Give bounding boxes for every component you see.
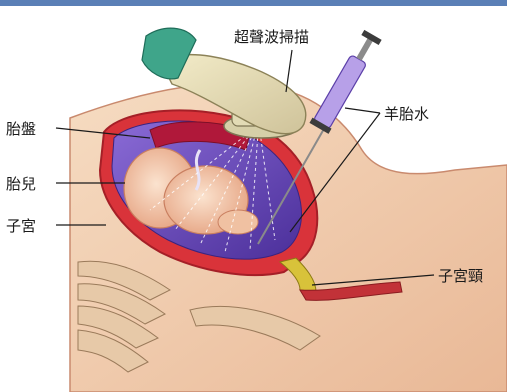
leader-amniotic-1 <box>345 108 380 113</box>
placenta-label: 胎盤 <box>6 120 36 138</box>
leader-ultrasound <box>286 50 292 92</box>
ultrasound-label: 超聲波掃描 <box>234 28 309 46</box>
top-banner-strip <box>0 0 507 6</box>
amniotic-fluid-label: 羊胎水 <box>384 105 429 123</box>
uterus-label: 子宮 <box>6 217 36 235</box>
cervix-label: 子宮頸 <box>438 267 483 285</box>
fetus-label: 胎兒 <box>6 175 36 193</box>
